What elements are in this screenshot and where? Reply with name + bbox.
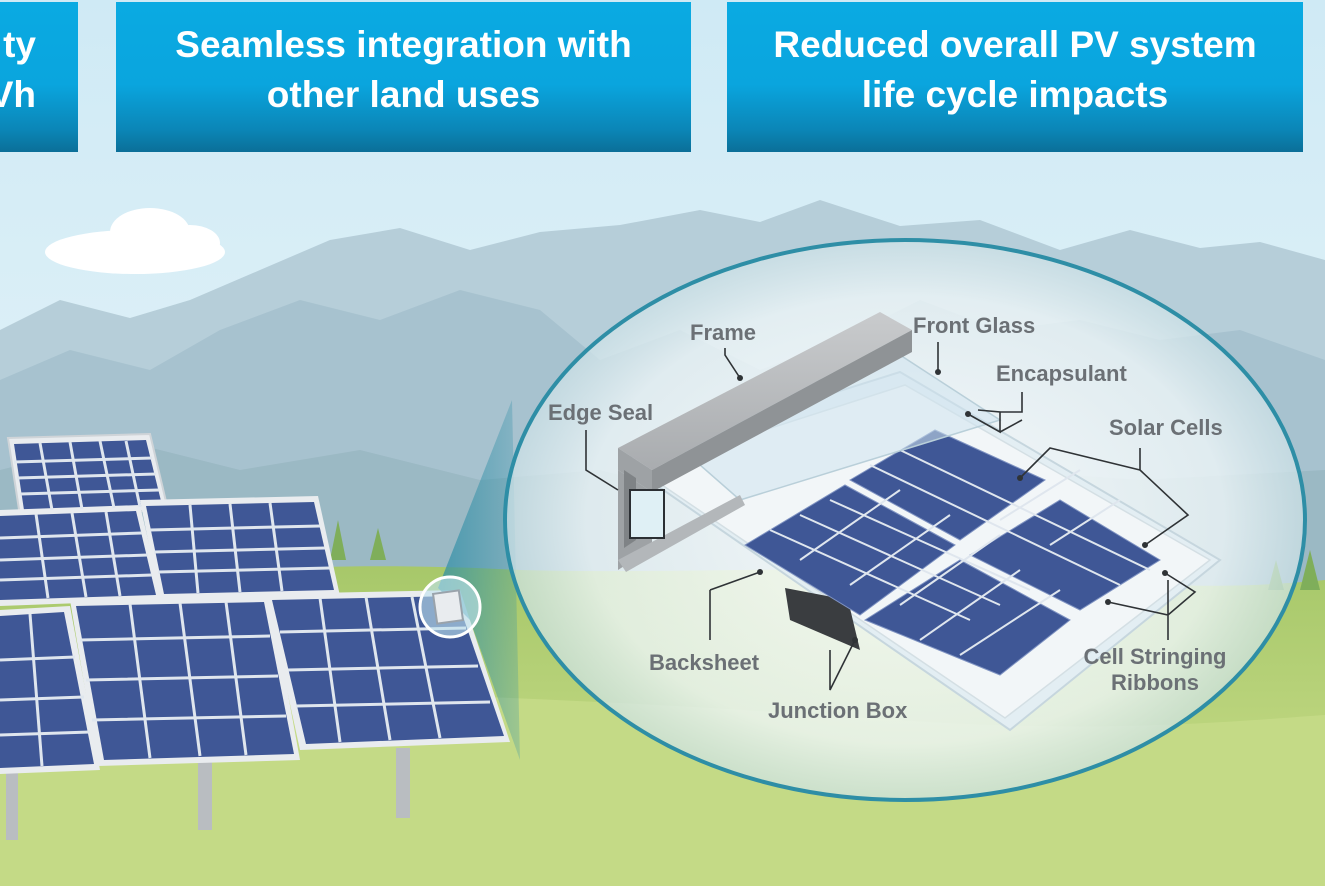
zoom-cone (438, 400, 520, 760)
pv-module-cutaway (617, 312, 1222, 732)
label-solar-cells: Solar Cells (1109, 415, 1223, 440)
cloud (45, 208, 225, 274)
banner-partial-text: ty Vh (0, 24, 36, 115)
callout-lines (585, 342, 1197, 691)
label-encapsulant: Encapsulant (996, 361, 1127, 386)
label-cell-stringing-ribbons: Cell Stringing Ribbons (1083, 644, 1227, 695)
label-frame: Frame (690, 320, 757, 345)
label-edge-seal: Edge Seal (548, 400, 654, 425)
solar-array (0, 432, 510, 840)
banner-life-cycle: Reduced overall PV system life cycle imp… (727, 2, 1303, 152)
banner-land-use: Seamless integration with other land use… (116, 2, 691, 152)
label-backsheet: Backsheet (649, 650, 760, 675)
label-front-glass: Front Glass (913, 313, 1036, 338)
label-junction-box: Junction Box (768, 698, 908, 723)
banner-partial: ty Vh (0, 2, 78, 152)
banner-life-cycle-text: Reduced overall PV system life cycle imp… (773, 24, 1257, 115)
banner-land-use-text: Seamless integration with other land use… (175, 24, 632, 115)
